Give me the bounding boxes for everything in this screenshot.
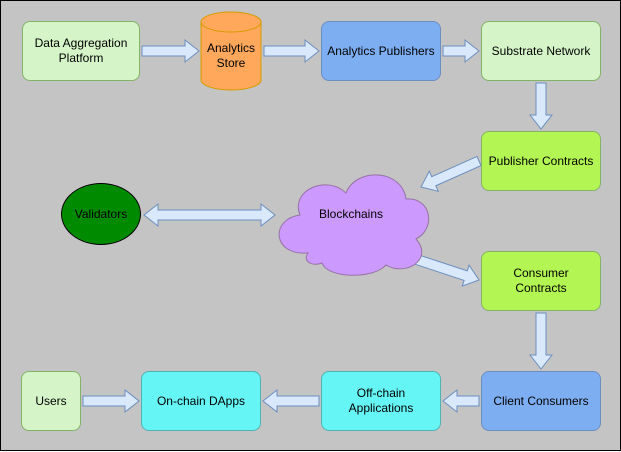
- node-users[interactable]: Users: [21, 371, 81, 431]
- arrow-publisher-contracts-to-blockchains: [420, 155, 482, 193]
- node-onchain-dapps[interactable]: On-chain DApps: [141, 371, 261, 431]
- node-substrate-network[interactable]: Substrate Network: [481, 21, 601, 81]
- arrow-client-consumers-to-off-chain-applications: [442, 388, 480, 414]
- arrow-substrate-network-to-publisher-contracts: [528, 82, 554, 130]
- node-label: Data Aggregation Platform: [34, 36, 128, 65]
- node-label: Analytics Publishers: [327, 43, 435, 58]
- node-label: Analytics Store: [206, 41, 256, 70]
- arrow-off-chain-applications-to-on-chain-dapps: [262, 388, 320, 414]
- node-analytics-publishers[interactable]: Analytics Publishers: [321, 21, 441, 81]
- node-label: Blockchains: [318, 207, 384, 221]
- arrow-validators-to-blockchains: [143, 202, 276, 228]
- node-label: Users: [35, 393, 67, 408]
- node-label: On-chain DApps: [156, 393, 246, 408]
- node-analytics-store[interactable]: Analytics Store: [200, 11, 262, 91]
- node-blockchains[interactable]: Blockchains: [266, 161, 436, 276]
- node-label: Client Consumers: [493, 393, 589, 408]
- node-label: Consumer Contracts: [513, 266, 569, 295]
- cloud-shape: [278, 174, 430, 276]
- arrow-users-to-on-chain-dapps: [82, 388, 140, 414]
- arrow-analytics-publishers-to-substrate-network: [442, 38, 480, 64]
- node-label: Publisher Contracts: [488, 153, 594, 168]
- node-client-consumers[interactable]: Client Consumers: [481, 371, 601, 431]
- node-consumer-contracts[interactable]: Consumer Contracts: [481, 251, 601, 311]
- node-label: Off-chain Applications: [348, 386, 414, 415]
- node-publisher-contracts[interactable]: Publisher Contracts: [481, 131, 601, 191]
- node-label: Substrate Network: [491, 43, 591, 58]
- node-data-aggregation-platform[interactable]: Data Aggregation Platform: [22, 21, 140, 81]
- arrow-analytics-store-to-analytics-publishers: [263, 38, 320, 64]
- cylinder-shape: [200, 11, 262, 91]
- node-label: Validators: [74, 207, 128, 221]
- node-offchain-applications[interactable]: Off-chain Applications: [321, 371, 441, 431]
- arrow-consumer-contracts-to-client-consumers: [528, 312, 554, 370]
- node-validators[interactable]: Validators: [61, 183, 141, 245]
- arrow-data-aggregation-platform-to-analytics-store: [141, 38, 200, 64]
